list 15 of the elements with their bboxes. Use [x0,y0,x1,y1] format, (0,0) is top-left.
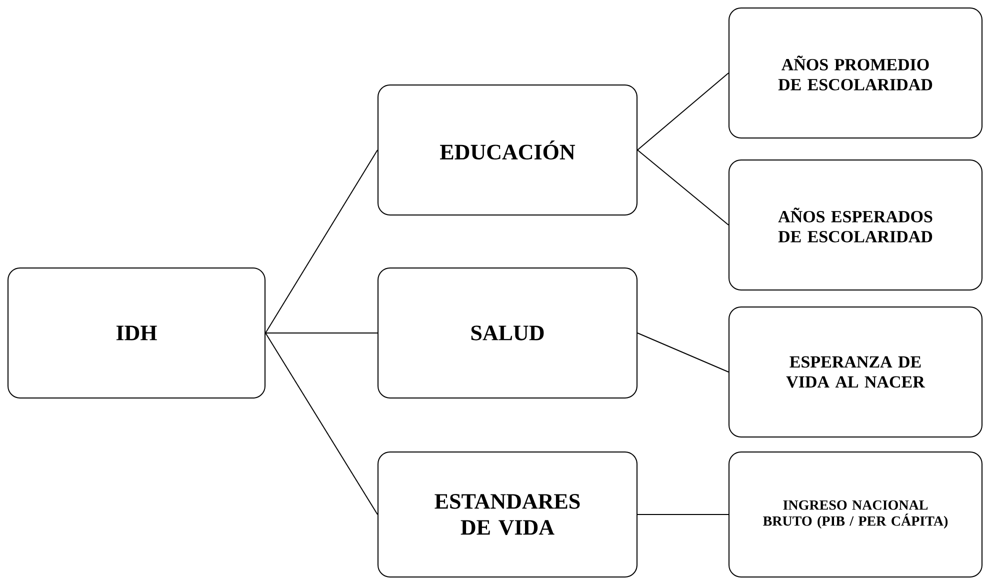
box: SALUD [378,268,638,398]
connector-line [637,514,729,515]
connector-line [637,150,729,226]
connector-line [637,332,729,372]
connector-line [265,332,378,334]
connector-line [265,150,378,334]
connector-line [637,72,729,150]
box: EDUCACIÓN [378,84,638,216]
connector-line [265,332,378,515]
box: AÑOS PROMEDIO DE ESCOLARIDAD [728,8,982,138]
box: IDH [8,268,266,398]
box: AÑOS ESPERADOS DE ESCOLARIDAD [728,160,982,290]
box: ESPERANZA DE VIDA AL NACER [728,306,982,438]
box: ESTANDARES DE VIDA [378,452,638,578]
box: INGRESO NACIONAL BRUTO (PIB / PER CÁPITA) [728,452,982,578]
